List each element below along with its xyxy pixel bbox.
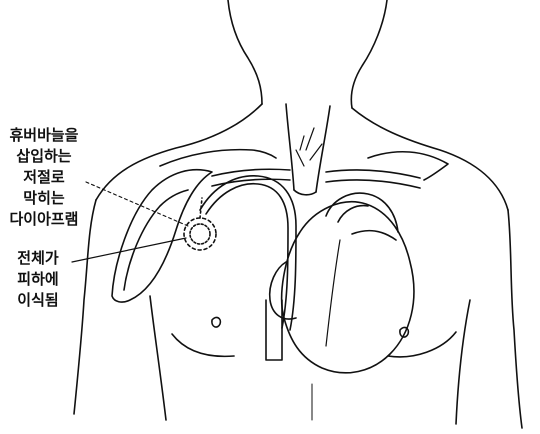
right-subclavian-vein xyxy=(326,170,420,188)
neck-right-outline xyxy=(351,0,387,108)
label-line: 피하에 xyxy=(8,269,68,290)
left-pectoral-outline xyxy=(172,334,234,356)
port-stem-dotted xyxy=(200,198,202,218)
label-line: 이식됨 xyxy=(8,290,68,311)
neck-left-outline xyxy=(228,0,262,104)
jugular-vein-left xyxy=(286,104,294,190)
label-line: 전체가 xyxy=(8,248,68,269)
neck-vein-branch xyxy=(296,128,322,166)
catheter-tunnel-outer xyxy=(112,170,212,302)
left-arm-outline xyxy=(74,200,96,414)
port-inner-dashed xyxy=(190,224,210,244)
vena-cava xyxy=(266,300,282,360)
catheter-tube-inner xyxy=(206,184,288,328)
left-clavicle xyxy=(160,150,276,166)
right-armpit-outline xyxy=(456,300,470,424)
right-arm-outline xyxy=(508,210,522,428)
pulmonary-artery xyxy=(352,231,396,240)
label-line: 막히는 xyxy=(4,188,84,209)
left-shoulder-outline xyxy=(96,104,262,200)
left-nipple xyxy=(212,317,220,327)
aorta xyxy=(326,193,398,232)
label-line: 삽입하는 xyxy=(4,146,84,167)
vein-trunk xyxy=(294,190,316,195)
label-line: 휴버바늘을 xyxy=(4,125,84,146)
aortic-arch-inner xyxy=(338,206,368,222)
heart-outline xyxy=(282,202,414,373)
port-diaphragm-label: 휴버바늘을 삽입하는 저절로 막히는 다이아프램 xyxy=(4,125,84,230)
implanted-label: 전체가 피하에 이식됨 xyxy=(8,248,68,311)
subclavian-vein-upper xyxy=(212,169,290,176)
left-armpit-outline xyxy=(150,296,166,420)
label-line: 다이아프램 xyxy=(4,209,84,230)
port-outer-dashed xyxy=(184,218,216,250)
right-shoulder-outline xyxy=(352,108,508,210)
leader-line-diaphragm xyxy=(86,182,188,226)
coronary-line xyxy=(326,240,340,346)
label-line: 저절로 xyxy=(4,167,84,188)
